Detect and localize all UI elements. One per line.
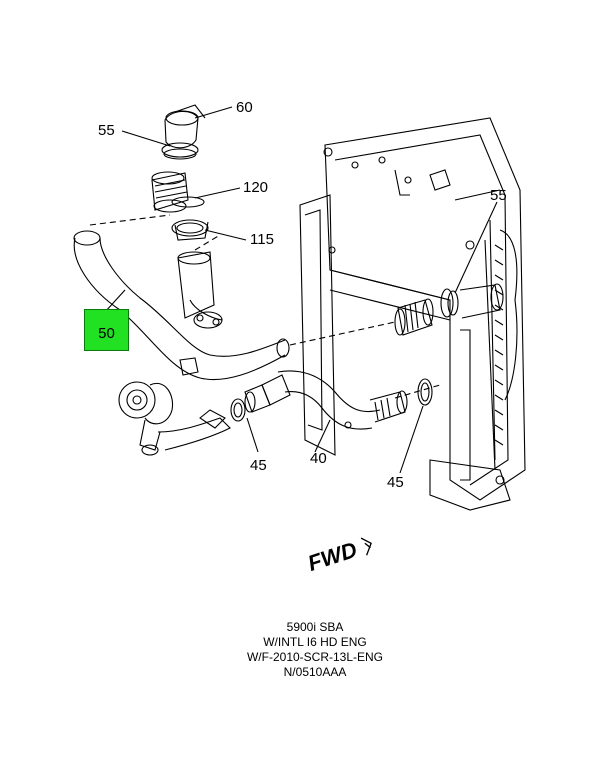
fwd-text: FWD bbox=[305, 537, 360, 576]
radiator-frame bbox=[299, 117, 526, 511]
callout-55-right: 55 bbox=[490, 187, 507, 204]
callout-50-highlight[interactable]: 50 bbox=[84, 309, 129, 351]
caption-line-1: 5900i SBA bbox=[286, 620, 344, 634]
clamp-45-left bbox=[230, 398, 246, 422]
caption-line-4: N/0510AAA bbox=[283, 665, 347, 679]
diagram-caption: 5900i SBA W/INTL I6 HD ENG W/F-2010-SCR-… bbox=[180, 620, 450, 680]
callout-50: 50 bbox=[98, 325, 115, 342]
caption-line-3: W/F-2010-SCR-13L-ENG bbox=[246, 650, 384, 664]
pipe-40 bbox=[244, 370, 408, 430]
leader-lines bbox=[104, 106, 498, 474]
pipe-50 bbox=[73, 230, 290, 381]
clamp-45-right bbox=[417, 378, 433, 406]
fwd-arrow-icon bbox=[360, 537, 372, 556]
egr-assembly bbox=[118, 381, 231, 456]
hose-coupler-right bbox=[394, 298, 434, 336]
turbo-outlet bbox=[177, 251, 223, 376]
right-clamp-55 bbox=[440, 283, 504, 319]
callout-55-top: 55 bbox=[98, 122, 115, 139]
callout-115: 115 bbox=[250, 231, 274, 248]
caption-line-2: W/INTL I6 HD ENG bbox=[263, 635, 367, 649]
forward-direction-mark: FWD bbox=[305, 537, 372, 576]
callout-45-right: 45 bbox=[387, 474, 404, 491]
callout-60: 60 bbox=[236, 99, 253, 116]
callout-45-left: 45 bbox=[250, 457, 267, 474]
callout-120: 120 bbox=[243, 179, 268, 196]
callout-40: 40 bbox=[310, 450, 327, 467]
top-coupler-stack bbox=[151, 104, 209, 241]
